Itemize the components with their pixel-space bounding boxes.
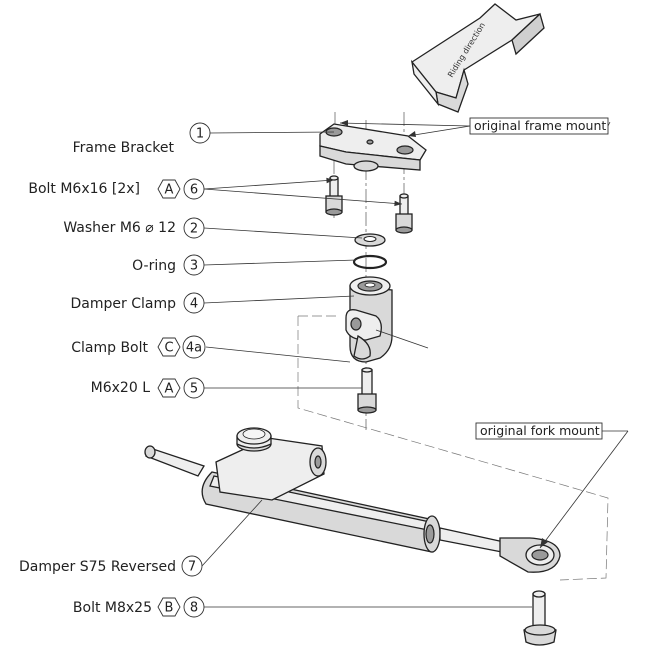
number-bubble <box>183 292 205 314</box>
leader-line <box>203 227 363 239</box>
tag-letter: B <box>165 601 174 616</box>
bolt-m8x25-part <box>523 590 557 646</box>
damper-s75-part <box>144 427 561 573</box>
part-number: 6 <box>190 183 198 198</box>
label-o-ring: O-ring 3 <box>132 254 357 276</box>
leader-arrowhead <box>326 177 334 184</box>
number-bubble <box>183 596 205 618</box>
number-bubble <box>183 178 205 200</box>
label-damper-s75: Damper S75 Reversed 7 <box>19 499 263 577</box>
part-number: 3 <box>190 259 198 274</box>
label-damper-clamp: Damper Clamp 4 <box>71 292 355 314</box>
label-m6x20-l: M6x20 L A 5 <box>91 377 362 399</box>
frame-mount-text: original frame mount <box>474 118 606 133</box>
part-number: 7 <box>188 560 196 575</box>
part-label: Frame Bracket <box>73 140 175 156</box>
part-label: Clamp Bolt <box>71 340 148 356</box>
tag-hexagon <box>157 179 181 199</box>
tag-letter: A <box>165 183 174 198</box>
damper-clamp-part <box>345 276 393 363</box>
part-number: 4 <box>190 297 198 312</box>
phantom-frame <box>297 316 609 581</box>
tag-letter: A <box>165 382 174 397</box>
tag-hexagon <box>157 337 181 357</box>
part-number: 1 <box>196 127 204 142</box>
number-bubble <box>189 122 211 144</box>
fork-mount-text: original fork mount <box>480 423 600 438</box>
part-number: 5 <box>190 382 198 397</box>
label-frame-bracket: Frame Bracket 1 <box>73 122 335 156</box>
leader-line <box>203 259 357 266</box>
frame-mount-callout: original frame mount <box>339 117 611 137</box>
fork-mount-callout: original fork mount <box>475 422 629 549</box>
part-label: Damper Clamp <box>71 296 177 312</box>
part-label: Washer M6 ⌀ 12 <box>63 220 176 236</box>
leader-line <box>201 499 263 567</box>
label-bolt-m8x25: Bolt M8x25 B 8 <box>73 596 532 618</box>
riding-direction-arrow: Riding direction <box>410 3 545 113</box>
label-clamp-bolt: Clamp Bolt C 4a <box>71 335 351 363</box>
number-bubble <box>183 377 205 399</box>
number-bubble <box>183 254 205 276</box>
part-number: 4a <box>186 341 202 356</box>
tag-hexagon <box>157 378 181 398</box>
tag-hexagon <box>157 597 181 617</box>
leader-line <box>203 188 403 205</box>
part-number: 8 <box>190 601 198 616</box>
m6x20-bolt-part <box>357 367 377 414</box>
part-label: M6x20 L <box>91 380 151 396</box>
label-bolt-m6x16: Bolt M6x16 [2x] A 6 <box>28 177 403 207</box>
part-number: 2 <box>190 222 198 237</box>
washer-part <box>354 233 386 247</box>
label-washer-m6: Washer M6 ⌀ 12 2 <box>63 217 363 239</box>
number-bubble <box>182 335 206 359</box>
leader-line <box>205 346 351 363</box>
frame-bracket-part <box>319 123 427 172</box>
number-bubble <box>181 555 203 577</box>
leader-arrowhead <box>394 200 402 207</box>
o-ring-part <box>352 254 388 270</box>
leader-line <box>203 295 355 304</box>
leader-line <box>209 131 335 134</box>
part-label: Bolt M8x25 <box>73 600 152 616</box>
part-label: Bolt M6x16 [2x] <box>28 181 140 197</box>
number-bubble <box>183 217 205 239</box>
bolt-m6x16-parts <box>325 175 413 234</box>
tag-letter: C <box>164 341 173 356</box>
leader-line <box>203 179 335 190</box>
part-label: O-ring <box>132 258 176 274</box>
part-label: Damper S75 Reversed <box>19 559 176 575</box>
